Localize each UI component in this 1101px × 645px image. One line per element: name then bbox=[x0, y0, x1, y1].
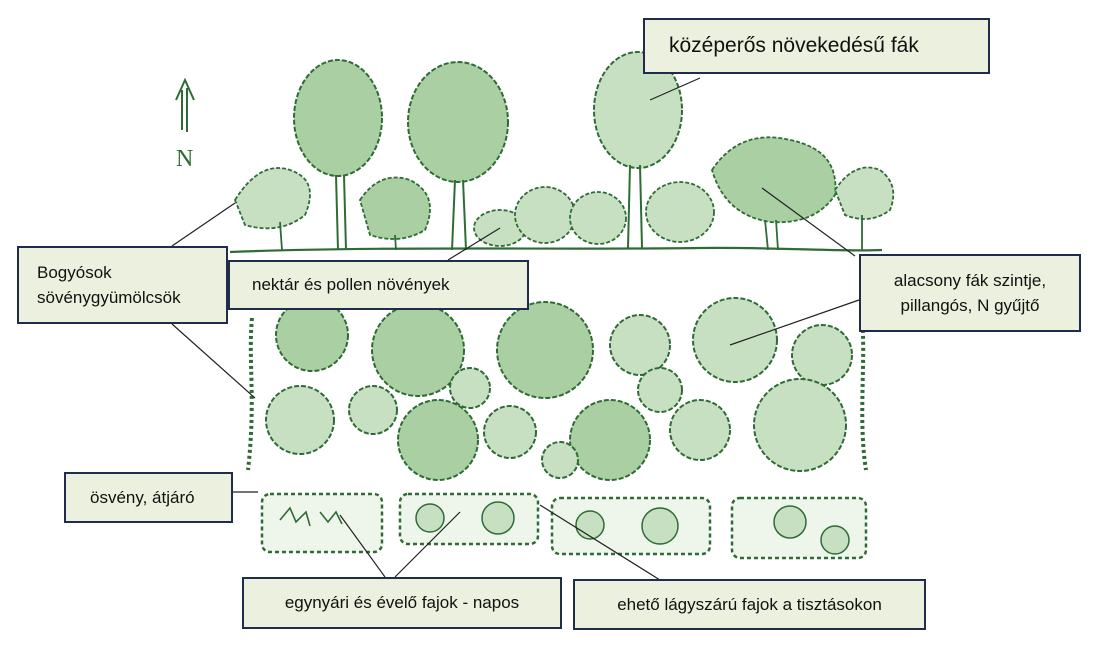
leader-alacsony-bottom bbox=[729, 299, 860, 346]
label-low-tree-level: alacsony fák szintje, pillangós, N gyűjt… bbox=[859, 254, 1081, 332]
label-edible-herbaceous-clearings: ehető lágyszárú fajok a tisztásokon bbox=[573, 579, 926, 630]
shrub-row bbox=[473, 181, 715, 247]
leader-egynyari-1 bbox=[339, 514, 386, 578]
north-letter: N bbox=[176, 146, 193, 172]
tall-tree-1 bbox=[293, 59, 383, 251]
small-tree-far-right bbox=[833, 166, 895, 250]
hedge-left bbox=[246, 317, 254, 471]
label-text: ösvény, átjáró bbox=[90, 487, 195, 507]
leader-kozeperos bbox=[649, 77, 701, 101]
leader-bogyosok-bottom bbox=[171, 323, 256, 399]
leader-lines bbox=[171, 77, 860, 581]
label-text: középerős növekedésű fák bbox=[669, 34, 919, 58]
bed-2 bbox=[398, 492, 540, 546]
label-text-line2: sövénygyümölcsök bbox=[37, 288, 181, 307]
label-text: egynyári és évelő fajok - napos bbox=[284, 593, 520, 613]
small-tree-left bbox=[233, 167, 311, 251]
label-text-line1: alacsony fák szintje, bbox=[893, 270, 1047, 290]
canopy-cluster bbox=[265, 297, 853, 481]
leader-alacsony-top bbox=[761, 187, 856, 257]
bed-3 bbox=[550, 496, 712, 556]
label-annual-perennial-sunny: egynyári és évelő fajok - napos bbox=[242, 577, 562, 629]
small-tree-mid bbox=[359, 176, 431, 251]
label-medium-growth-trees: középerős növekedésű fák bbox=[643, 18, 990, 74]
label-text-line1: Bogyósok bbox=[37, 262, 112, 282]
bed-1 bbox=[260, 492, 384, 554]
bed-4 bbox=[730, 496, 868, 560]
label-text-line2: pillangós, N gyűjtő bbox=[900, 296, 1040, 315]
ground-line bbox=[229, 246, 883, 254]
label-text: ehető lágyszárú fajok a tisztásokon bbox=[617, 594, 882, 614]
leader-bogyosok-top bbox=[171, 202, 236, 247]
north-arrow-icon bbox=[175, 77, 195, 132]
tall-tree-2 bbox=[407, 61, 509, 251]
leader-egynyari-2 bbox=[394, 511, 461, 578]
low-tree-right bbox=[711, 136, 837, 251]
label-path-passage: ösvény, átjáró bbox=[64, 472, 233, 523]
hedge-right bbox=[860, 317, 868, 471]
leader-nektar bbox=[447, 227, 501, 261]
label-berries-hedge-fruits: Bogyósok sövénygyümölcsök bbox=[17, 246, 228, 324]
leader-eheto bbox=[539, 504, 661, 581]
label-text: nektár és pollen növények bbox=[252, 275, 450, 295]
tall-tree-3 bbox=[593, 51, 683, 249]
label-nectar-pollen-plants: nektár és pollen növények bbox=[228, 260, 529, 310]
